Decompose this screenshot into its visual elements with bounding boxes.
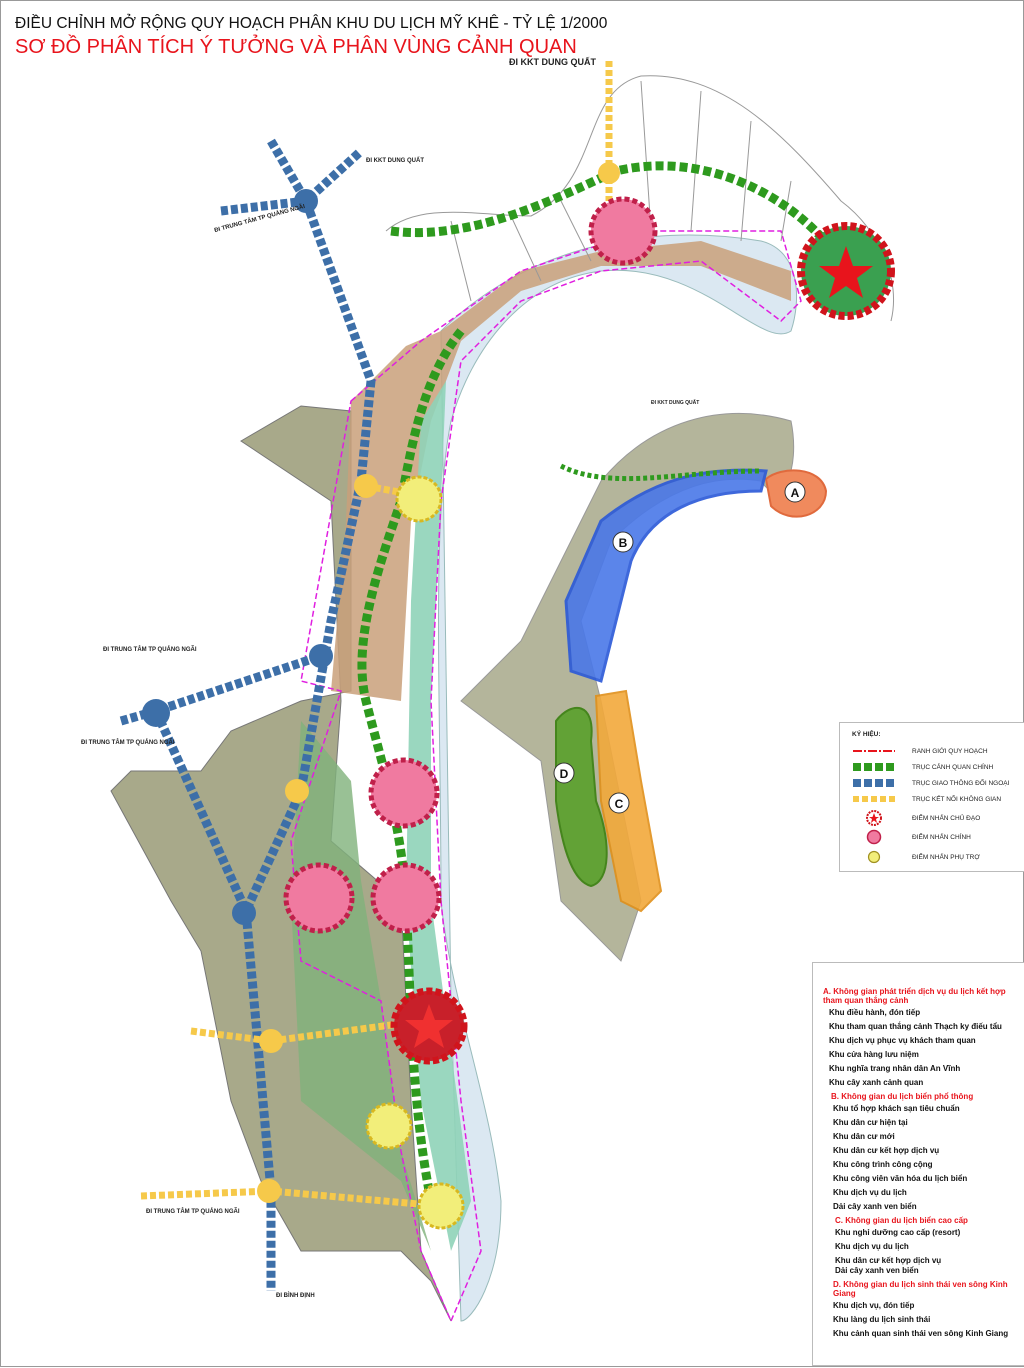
- zone-markers: [553, 481, 806, 814]
- legend-label: TRỤC GIAO THÔNG ĐỐI NGOẠI: [912, 779, 1010, 787]
- note-item: Khu dịch vụ, đón tiếp: [833, 1301, 915, 1310]
- note-item: Khu cửa hàng lưu niệm: [829, 1050, 919, 1059]
- nodes: [257, 162, 620, 1203]
- coast-band: [438, 234, 798, 1322]
- secondary-accent-points: [365, 475, 465, 1230]
- legend-label: TRỤC KẾT NỐI KHÔNG GIAN: [912, 795, 1002, 803]
- red-star-circle-icon: [850, 810, 898, 826]
- legend-item: RANH GIỚI QUY HOẠCH: [850, 744, 1020, 758]
- yellow-squares-icon: [850, 796, 898, 802]
- pink-circle-icon: [850, 829, 898, 845]
- legend-label: ĐIỂM NHẤN CHÍNH: [912, 833, 971, 841]
- zone-c-label: C: [615, 797, 624, 811]
- zone-b-label: B: [619, 536, 628, 550]
- yellow-circle-icon: [850, 850, 898, 864]
- note-item: Khu làng du lịch sinh thái: [833, 1315, 931, 1324]
- zone-notes: A. Không gian phát triển dịch vụ du lịch…: [812, 962, 1024, 1366]
- legend-item: TRỤC KẾT NỐI KHÔNG GIAN: [850, 792, 1020, 806]
- note-item: Khu dịch vụ du lịch: [833, 1188, 907, 1197]
- blue-squares-icon: [850, 779, 898, 787]
- note-item: Khu nghỉ dưỡng cao cấp (resort): [835, 1228, 961, 1237]
- section-title: B. Không gian du lịch biển phổ thông: [831, 1092, 974, 1101]
- street-grid: [385, 75, 895, 322]
- note-item: Khu dân cư mới: [833, 1132, 895, 1141]
- legend-item: ĐIỂM NHẤN CHÍNH: [850, 829, 1020, 845]
- legend-item: TRỤC GIAO THÔNG ĐỐI NGOẠI: [850, 776, 1020, 790]
- legend-label: TRỤC CẢNH QUAN CHÍNH: [912, 763, 994, 771]
- map-title: ĐIỀU CHỈNH MỞ RỘNG QUY HOẠCH PHÂN KHU DU…: [15, 15, 608, 32]
- note-item: Khu cảnh quan sinh thái ven sông Kinh Gi…: [833, 1329, 1009, 1338]
- section-title: D. Không gian du lịch sinh thái ven sông…: [833, 1280, 1008, 1298]
- legend-label: ĐIỂM NHẤN PHỤ TRỢ: [912, 853, 980, 861]
- note-item: Khu dân cư kết hợp dịch vụ: [833, 1146, 940, 1155]
- direction-label: ĐI TRUNG TÂM TP QUẢNG NGÃI: [81, 740, 175, 746]
- green-squares-icon: [850, 763, 898, 771]
- main-accent-points: [283, 196, 658, 934]
- zone-d: [555, 706, 608, 888]
- note-item: Khu dịch vụ du lịch: [835, 1242, 909, 1251]
- direction-label: ĐI BÌNH ĐỊNH: [276, 1293, 315, 1299]
- zone-b: [564, 468, 768, 683]
- direction-label: ĐI KKT DUNG QUẤT: [366, 158, 424, 164]
- legend-label: ĐIỂM NHẤN CHỦ ĐẠO: [912, 814, 981, 822]
- direction-label: ĐI KKT DUNG QUẤT: [509, 57, 596, 67]
- note-item: Khu dịch vụ phục vụ khách tham quan: [829, 1036, 976, 1045]
- note-item: Khu dân cư hiện tại: [833, 1118, 908, 1127]
- inset-map: [460, 413, 828, 962]
- section-title: A. Không gian phát triển dịch vụ du lịch…: [823, 987, 1006, 1005]
- legend-item: ĐIỂM NHẤN CHỦ ĐẠO: [850, 810, 1020, 826]
- legend: KÝ HIỆU: RANH GIỚI QUY HOẠCH TRỤC CẢNH Q…: [839, 722, 1024, 872]
- note-item: Dải cây xanh ven biển: [835, 1266, 919, 1275]
- legend-item: ĐIỂM NHẤN PHỤ TRỢ: [850, 850, 1020, 864]
- legend-item: TRỤC CẢNH QUAN CHÍNH: [850, 760, 1020, 774]
- legend-label: RANH GIỚI QUY HOẠCH: [912, 747, 988, 755]
- section-title: C. Không gian du lịch biển cao cấp: [835, 1216, 968, 1225]
- zone-a-label: A: [791, 486, 800, 500]
- dash-dot-line-icon: [850, 749, 898, 753]
- zone-d-label: D: [560, 767, 569, 781]
- planning-boundary: [290, 230, 802, 1323]
- note-item: Khu công viên văn hóa du lịch biển: [833, 1174, 968, 1183]
- note-item: Khu dân cư kết hợp dịch vụ: [835, 1256, 942, 1265]
- transport-nodes: [142, 189, 333, 925]
- note-item: Khu cây xanh cảnh quan: [829, 1078, 924, 1087]
- key-accent-points: [390, 222, 895, 1065]
- note-item: Khu tham quan thắng cảnh Thạch ky điếu t…: [829, 1022, 1002, 1031]
- note-item: Khu điều hành, đón tiếp: [829, 1008, 921, 1017]
- legend-title: KÝ HIỆU:: [852, 731, 881, 738]
- note-item: Khu nghĩa trang nhân dân An Vĩnh: [829, 1064, 961, 1073]
- direction-label: ĐI KKT DUNG QUẤT: [651, 400, 700, 406]
- note-item: Khu công trình công cộng: [833, 1160, 933, 1169]
- direction-label: ĐI TRUNG TÂM TP QUẢNG NGÃI: [146, 1209, 240, 1215]
- note-item: Khu tổ hợp khách sạn tiêu chuẩn: [833, 1104, 960, 1113]
- map-subtitle: SƠ ĐỒ PHÂN TÍCH Ý TƯỞNG VÀ PHÂN VÙNG CẢN…: [15, 36, 577, 58]
- note-item: Dải cây xanh ven biển: [833, 1202, 917, 1211]
- direction-label: ĐI TRUNG TÂM TP QUẢNG NGÃI: [103, 647, 197, 653]
